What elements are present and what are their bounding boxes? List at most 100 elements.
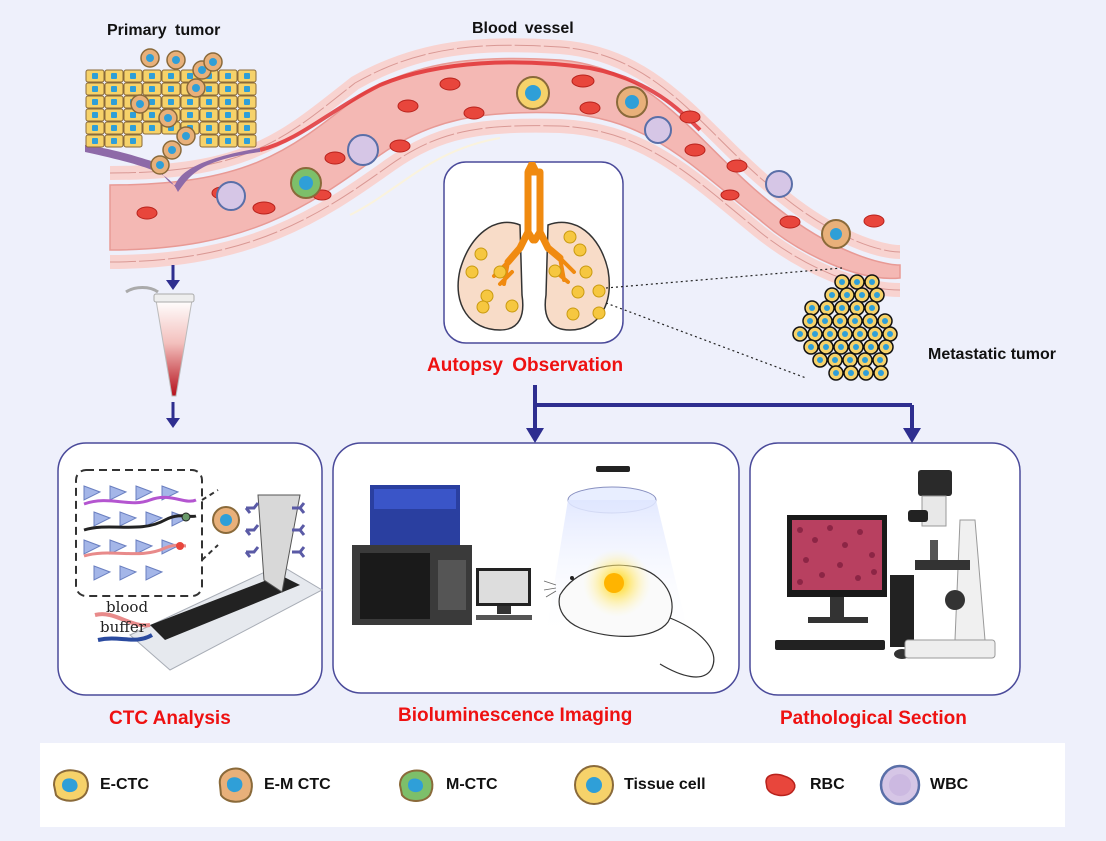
tumor-cell: [237, 134, 257, 148]
bioluminescence-imaging-heading: Bioluminescence Imaging: [398, 705, 633, 726]
tumor-cell: [237, 121, 257, 135]
tumor-cell: [237, 108, 257, 122]
primary-tumor: [85, 48, 260, 192]
chip-buffer-label: buffer: [100, 618, 147, 636]
tumor-cell: [162, 140, 182, 160]
tumor-cell: [199, 121, 219, 135]
metastatic-cell: [828, 365, 844, 381]
tumor-cell: [130, 94, 150, 114]
tumor-cell: [161, 82, 181, 96]
vessel-wbcs: [216, 116, 793, 211]
metastatic-cell: [843, 365, 859, 381]
metastatic-cell: [882, 326, 898, 342]
metastatic-cell: [864, 300, 880, 316]
legend: E-CTC E-M CTC M-CTC Tissue cell RBC W: [40, 743, 1065, 827]
tumor-cell: [85, 134, 105, 148]
imaging-system-icon: [352, 485, 532, 625]
tumor-cell: [180, 108, 200, 122]
legend-item-rbc: RBC: [762, 743, 845, 827]
tumor-cell: [123, 121, 143, 135]
metastatic-cell: [833, 339, 849, 355]
tumor-cell: [85, 82, 105, 96]
metastatic-tumor: [792, 274, 898, 381]
microscope-icon: [904, 470, 996, 659]
metastatic-cell: [832, 313, 848, 329]
pathology-monitor-icon: [775, 515, 914, 659]
metastatic-cell: [852, 326, 868, 342]
legend-item-e-ctc: E-CTC: [48, 743, 149, 827]
primary-tumor-label: Primary tumor: [107, 22, 221, 39]
tumor-cell: [142, 82, 162, 96]
ctc-analysis-panel: blood buffer: [57, 442, 324, 696]
tumor-cell: [199, 95, 219, 109]
metastatic-cell: [867, 326, 883, 342]
metastatic-cell: [872, 352, 888, 368]
metastatic-cell: [827, 352, 843, 368]
metastatic-cell: [848, 339, 864, 355]
metastatic-cell: [839, 287, 855, 303]
metastatic-cell: [847, 313, 863, 329]
legend-label-e-ctc: E-CTC: [100, 776, 149, 793]
legend-label-tissue-cell: Tissue cell: [624, 776, 706, 793]
chip-blood-label: blood: [106, 598, 148, 616]
rbc-icon: [765, 773, 796, 797]
tumor-cell: [176, 126, 196, 146]
vessel-ctcs: [290, 76, 851, 249]
metastatic-cell: [834, 300, 850, 316]
tumor-cell: [140, 48, 160, 68]
tumor-cell: [104, 121, 124, 135]
metastatic-cell: [864, 274, 880, 290]
tumor-cell: [85, 69, 105, 83]
tumor-cell: [180, 95, 200, 109]
pathological-section-heading: Pathological Section: [780, 708, 967, 729]
metastatic-cell: [803, 339, 819, 355]
metastatic-cell: [802, 313, 818, 329]
blood-vessel: [109, 38, 901, 297]
tumor-cell: [142, 121, 162, 135]
legend-label-rbc: RBC: [810, 776, 845, 793]
tumor-cell: [237, 95, 257, 109]
tumor-cell: [218, 121, 238, 135]
metastatic-cell: [837, 326, 853, 342]
metastatic-cell: [792, 326, 808, 342]
metastatic-cell: [842, 352, 858, 368]
tumor-cell: [104, 95, 124, 109]
tumor-cell: [161, 69, 181, 83]
tumor-cell: [104, 69, 124, 83]
tumor-cell: [123, 82, 143, 96]
wbc-icon: [879, 764, 921, 806]
metastatic-cell: [858, 365, 874, 381]
tumor-cell: [104, 82, 124, 96]
autopsy-observation-heading: Autopsy Observation: [427, 355, 624, 376]
e-m-ctc-cell-icon: [218, 767, 253, 803]
blood-vessel-label: Blood vessel: [472, 20, 574, 37]
pathology-panel: [749, 442, 1021, 696]
metastatic-cell: [807, 326, 823, 342]
metastatic-cell: [862, 313, 878, 329]
tumor-cell: [123, 134, 143, 148]
metastatic-cell: [804, 300, 820, 316]
lung-panel: [443, 161, 843, 379]
bioluminescence-panel: [332, 442, 740, 694]
metastatic-tumor-cells: [792, 274, 898, 381]
ctc-analysis-heading: CTC Analysis: [109, 708, 231, 729]
legend-label-wbc: WBC: [930, 776, 969, 793]
metastatic-cell: [822, 326, 838, 342]
metastatic-cell: [849, 274, 865, 290]
tumor-cell: [142, 108, 162, 122]
tumor-cell: [218, 134, 238, 148]
metastatic-tumor-label: Metastatic tumor: [928, 346, 1057, 363]
metastatic-cell: [819, 300, 835, 316]
tumor-cell: [150, 155, 170, 175]
metastatic-cell: [849, 300, 865, 316]
m-ctc-cell-icon: [398, 769, 434, 802]
metastatic-cell: [857, 352, 873, 368]
metastatic-cell: [869, 287, 885, 303]
metastatic-cell: [877, 313, 893, 329]
vessel-rbcs: [136, 74, 885, 229]
metastatic-cell: [812, 352, 828, 368]
legend-item-e-m-ctc: E-M CTC: [212, 743, 331, 827]
tumor-cell: [123, 69, 143, 83]
tumor-cell: [166, 50, 186, 70]
